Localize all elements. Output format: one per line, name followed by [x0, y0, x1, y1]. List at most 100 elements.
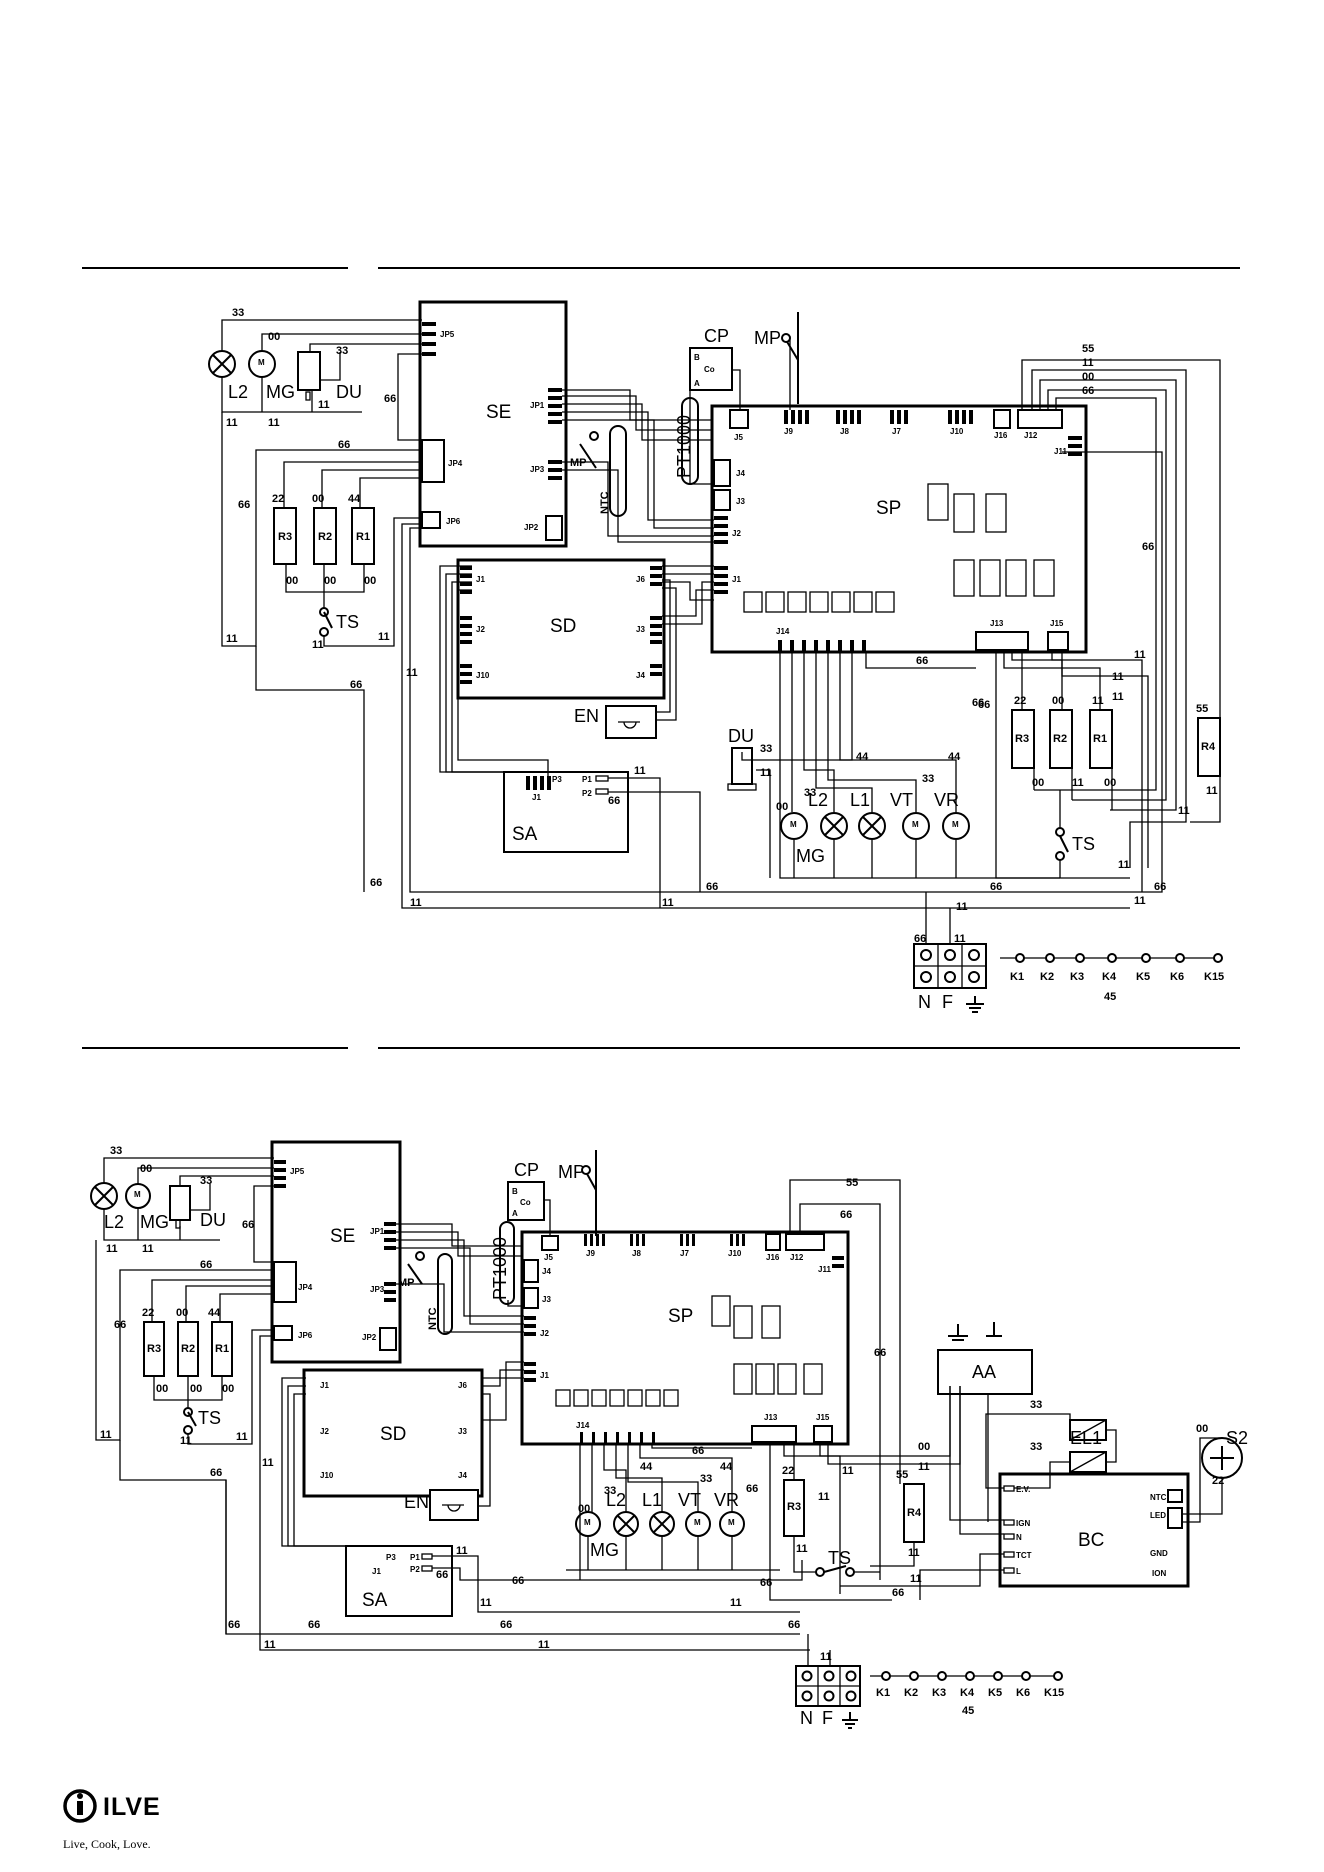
svg-text:MG: MG [140, 1212, 169, 1232]
svg-text:66: 66 [990, 881, 1002, 893]
svg-text:00: 00 [918, 1441, 930, 1453]
svg-text:EL1: EL1 [1070, 1428, 1102, 1448]
svg-text:R1: R1 [1093, 733, 1107, 745]
svg-text:SD: SD [550, 616, 576, 637]
svg-text:SE: SE [486, 402, 511, 423]
connector-sp-j16: J16 [993, 409, 1011, 440]
svg-text:00: 00 [776, 801, 788, 813]
svg-text:F: F [942, 992, 953, 1012]
svg-text:66: 66 [892, 1587, 904, 1599]
switch-mp: MP [754, 312, 799, 404]
svg-text:R3: R3 [278, 531, 292, 543]
svg-text:J11: J11 [1054, 447, 1067, 456]
svg-text:M: M [912, 820, 919, 829]
svg-text:K15: K15 [1044, 1687, 1064, 1699]
connector-sp-j11: J11 [1054, 436, 1082, 456]
svg-text:DU: DU [200, 1210, 226, 1230]
svg-text:SE: SE [330, 1226, 355, 1247]
svg-text:66: 66 [874, 1347, 886, 1359]
thermostat-ts-right-2: TS [815, 1548, 855, 1577]
svg-text:J14: J14 [776, 627, 790, 636]
svg-text:66: 66 [350, 679, 362, 691]
connector-sp-j8: J8 [836, 410, 861, 436]
svg-text:N: N [1016, 1533, 1022, 1542]
svg-text:44: 44 [208, 1307, 221, 1319]
motor-mg-left-2: M MG [125, 1183, 169, 1232]
svg-text:J7: J7 [892, 427, 901, 436]
svg-text:SP: SP [668, 1306, 693, 1327]
svg-text:J3: J3 [542, 1295, 551, 1304]
svg-text:45: 45 [962, 1705, 974, 1717]
svg-text:11: 11 [1072, 777, 1084, 789]
svg-text:66: 66 [840, 1209, 852, 1221]
svg-text:66: 66 [692, 1445, 704, 1457]
svg-text:11: 11 [730, 1597, 742, 1609]
svg-text:11: 11 [106, 1243, 118, 1255]
svg-text:00: 00 [364, 575, 376, 587]
svg-text:P2: P2 [410, 1565, 420, 1574]
terminal-block-1: N F [913, 943, 987, 1013]
lamp-l2-left: L2 [208, 350, 248, 402]
svg-text:00: 00 [1082, 371, 1094, 383]
svg-text:R2: R2 [181, 1343, 195, 1355]
connector-sp-j3: J3 [713, 489, 745, 511]
svg-text:66: 66 [914, 933, 926, 945]
svg-text:JP3: JP3 [370, 1285, 385, 1294]
svg-text:11: 11 [908, 1547, 920, 1559]
svg-text:JP5: JP5 [290, 1167, 305, 1176]
svg-text:22: 22 [782, 1465, 794, 1477]
svg-text:NTC: NTC [427, 1307, 439, 1330]
svg-text:11: 11 [180, 1435, 192, 1447]
svg-text:00: 00 [156, 1383, 168, 1395]
resistor-r4-2: R4 [903, 1483, 925, 1543]
connector-jp6: JP6 [421, 511, 461, 529]
svg-text:R1: R1 [356, 531, 370, 543]
svg-text:BC: BC [1078, 1530, 1104, 1551]
svg-text:J7: J7 [680, 1249, 689, 1258]
svg-text:VT: VT [890, 790, 913, 810]
resistor-r3-left: R3 [273, 507, 297, 565]
svg-text:66: 66 [916, 655, 928, 667]
svg-text:44: 44 [856, 751, 869, 763]
svg-text:J1: J1 [532, 793, 541, 802]
svg-text:J4: J4 [458, 1471, 467, 1480]
svg-text:JP5: JP5 [440, 330, 455, 339]
svg-text:A: A [512, 1209, 518, 1218]
svg-text:J1: J1 [540, 1371, 549, 1380]
svg-text:11: 11 [1134, 895, 1146, 907]
brand-tagline: Live, Cook, Love. [63, 1837, 151, 1851]
svg-text:11: 11 [1178, 805, 1190, 817]
sensor-ntc-2: NTC [427, 1253, 453, 1335]
svg-text:P3: P3 [552, 775, 562, 784]
svg-text:TS: TS [336, 612, 359, 632]
svg-text:AA: AA [972, 1362, 996, 1382]
svg-text:66: 66 [788, 1619, 800, 1631]
ilve-logo-icon [63, 1789, 97, 1823]
svg-text:J13: J13 [990, 619, 1004, 628]
svg-text:J1: J1 [732, 575, 741, 584]
svg-text:MP: MP [398, 1277, 415, 1289]
svg-text:J15: J15 [816, 1413, 830, 1422]
svg-text:66: 66 [200, 1259, 212, 1271]
component-du-right: DU [727, 726, 757, 791]
resistor-r2-left: R2 [313, 507, 337, 565]
svg-text:11: 11 [268, 417, 280, 429]
svg-text:IGN: IGN [1016, 1519, 1030, 1528]
svg-text:J1: J1 [476, 575, 485, 584]
svg-text:MG: MG [590, 1540, 619, 1560]
k-terminals-2: K1 K2 K3 K4 K5 K6 K15 45 [870, 1671, 1064, 1717]
led-s2: S2 [1201, 1428, 1248, 1479]
svg-text:L2: L2 [228, 382, 248, 402]
svg-text:J2: J2 [476, 625, 485, 634]
svg-text:CP: CP [704, 326, 729, 346]
svg-text:JP1: JP1 [370, 1227, 385, 1236]
svg-text:66: 66 [1142, 541, 1154, 553]
svg-text:11: 11 [842, 1465, 854, 1477]
svg-text:J11: J11 [818, 1265, 831, 1274]
svg-text:K2: K2 [1040, 971, 1054, 983]
svg-text:VR: VR [934, 790, 959, 810]
svg-text:66: 66 [706, 881, 718, 893]
connector-sp-j13: J13 [975, 619, 1029, 651]
lamp-l1-right: L1 [850, 790, 886, 840]
svg-text:K1: K1 [1010, 971, 1024, 983]
